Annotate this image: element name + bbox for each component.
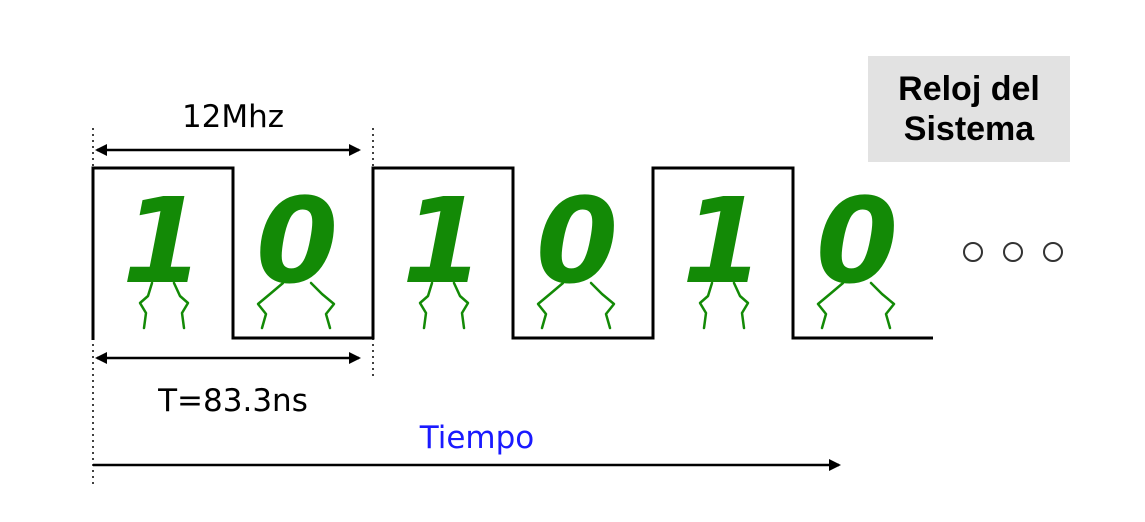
period-label: T=83.3ns	[157, 383, 308, 419]
bit-1: 1	[122, 172, 204, 330]
bit-digit: 0	[536, 172, 618, 310]
bit-digit: 0	[256, 172, 338, 310]
ellipsis-dot-icon	[1003, 242, 1023, 262]
bit-1: 1	[682, 172, 764, 330]
bit-digit: 0	[816, 172, 898, 310]
frequency-label: 12Mhz	[182, 99, 284, 135]
bit-legs	[138, 281, 190, 330]
ellipsis-dot-icon	[1043, 242, 1063, 262]
bit-digit: 1	[402, 172, 484, 310]
time-label: Tiempo	[419, 420, 535, 456]
ellipsis-dot-icon	[963, 242, 983, 262]
bit-1: 1	[402, 172, 484, 330]
system-clock-legend: Reloj del Sistema	[868, 56, 1070, 162]
bit-legs	[418, 281, 470, 330]
legend-line-1: Reloj del	[898, 70, 1040, 108]
bit-digit: 1	[682, 172, 764, 310]
bit-0: 0	[536, 172, 618, 330]
legend-line-2: Sistema	[903, 110, 1035, 148]
bit-0: 0	[256, 172, 338, 330]
bit-legs	[256, 281, 336, 330]
bit-legs	[698, 281, 750, 330]
bit-digit: 1	[122, 172, 204, 310]
bit-legs	[816, 281, 896, 330]
bit-0: 0	[816, 172, 898, 330]
bit-legs	[536, 281, 616, 330]
clock-square-wave	[91, 166, 933, 340]
